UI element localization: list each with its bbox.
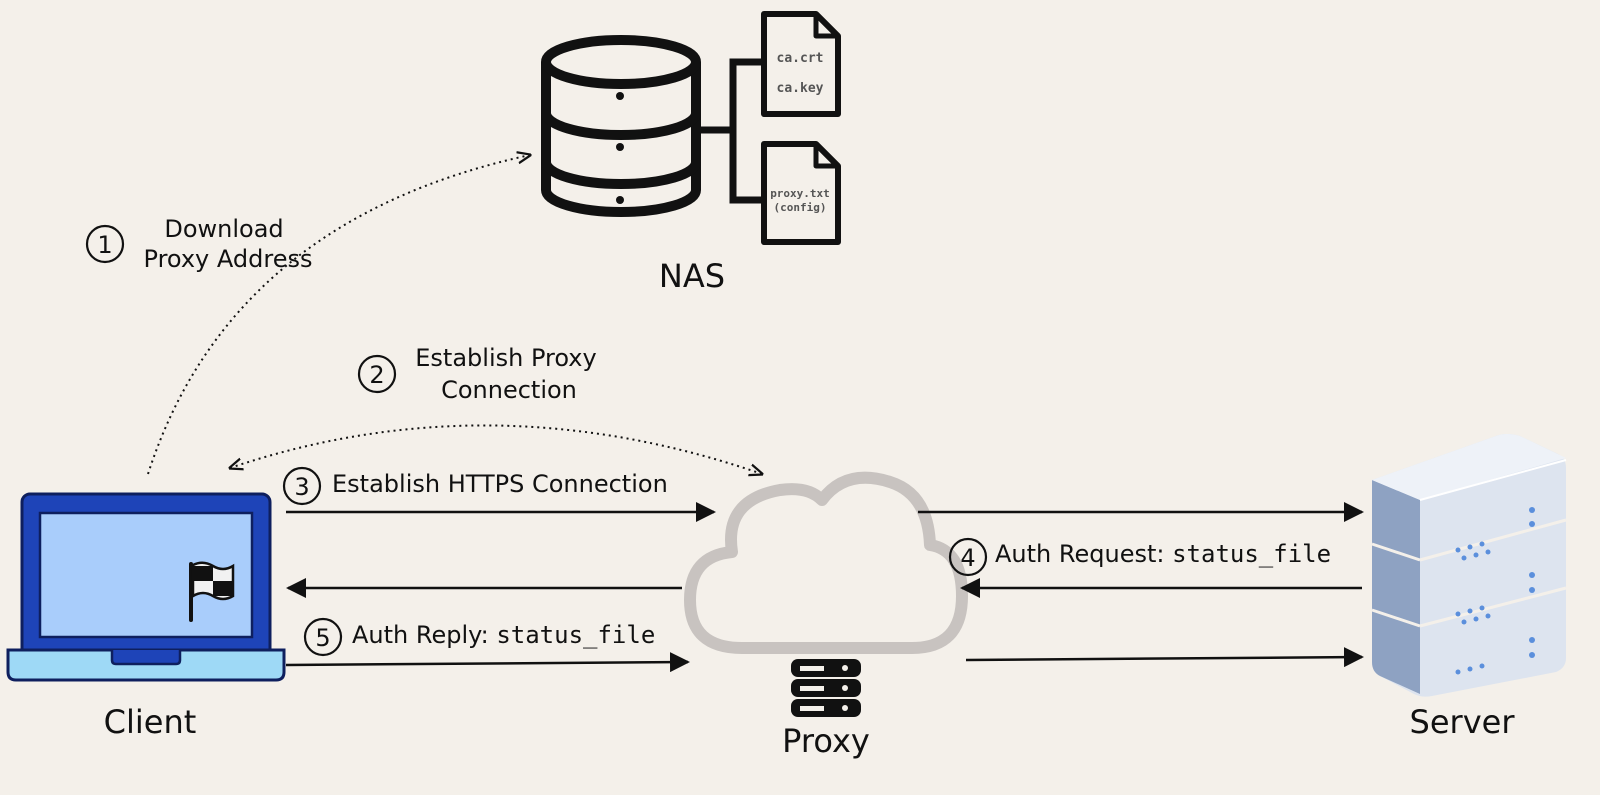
step-2-circle [357, 354, 397, 394]
step-4-prefix: Auth Request: [995, 540, 1172, 568]
step-4-text: Auth Request: status_file [995, 540, 1331, 568]
step-3-number: 3 [294, 473, 309, 501]
proxy-server-stack-icon [791, 659, 861, 717]
nas-label: NAS [659, 257, 725, 295]
proxy-to-server-reply-arrow [965, 647, 1364, 668]
server-icon [1371, 434, 1567, 697]
ca-file-icon: ca.crt ca.key [761, 11, 841, 117]
step-2-line2: Connection [441, 376, 577, 404]
step-2-label: 2 Establish Proxy Connection [357, 344, 597, 404]
step-1-line1: Download [164, 215, 283, 243]
step-1-number: 1 [97, 231, 112, 259]
step-2-line1: Establish Proxy [415, 344, 596, 372]
step-4-circle [948, 537, 988, 577]
flag-icon [189, 561, 235, 622]
step-3-text: Establish HTTPS Connection [332, 470, 668, 498]
step-4-number: 4 [960, 544, 975, 572]
step-5-circle [303, 617, 343, 657]
step-3-label: 3 Establish HTTPS Connection [282, 466, 668, 506]
step-1-line2: Proxy Address [144, 245, 313, 273]
client-to-proxy-reply-arrow [285, 652, 690, 673]
proxy-txt-filename: proxy.txt [770, 187, 830, 200]
step-5-prefix: Auth Reply: [352, 621, 496, 649]
proxy-cloud-icon [684, 471, 968, 654]
step-5-text: Auth Reply: status_file [352, 621, 655, 649]
download-proxy-arrow [147, 155, 530, 475]
server-label: Server [1410, 703, 1516, 741]
ca-crt-filename: ca.crt [777, 51, 824, 66]
step-5-label: 5 Auth Reply: status_file [303, 617, 655, 657]
proxy-config-file-icon: proxy.txt (config) [761, 141, 841, 245]
step-1-label: 1 Download Proxy Address [85, 215, 313, 273]
proxy-label: Proxy [782, 722, 870, 760]
client-label: Client [104, 703, 197, 741]
step-5-number: 5 [315, 624, 330, 652]
step-5-code: status_file [496, 621, 655, 649]
step-4-code: status_file [1172, 540, 1331, 568]
ca-key-filename: ca.key [777, 81, 824, 96]
nas-database-icon [541, 35, 701, 217]
proxy-config-label: (config) [774, 201, 827, 214]
step-3-circle [282, 466, 322, 506]
step-1-circle [85, 224, 125, 264]
step-2-number: 2 [369, 361, 384, 389]
nas-file-connectors [698, 58, 762, 204]
client-laptop-icon [6, 492, 286, 682]
step-4-label: 4 Auth Request: status_file [948, 537, 1331, 577]
establish-proxy-arrow [230, 424, 762, 474]
